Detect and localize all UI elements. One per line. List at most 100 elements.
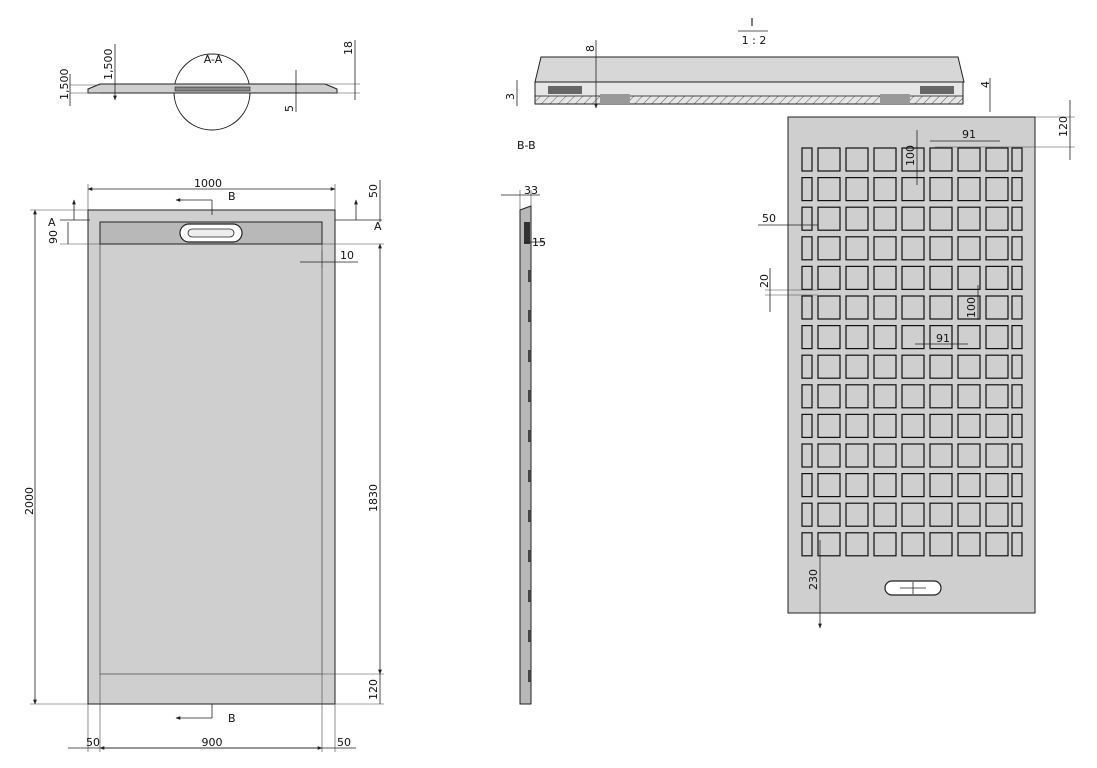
grid-cell [985, 384, 1009, 409]
detail-i-label: I [750, 16, 753, 29]
grid-cell [985, 413, 1009, 438]
dim-bb-1: 33 [524, 184, 538, 197]
grid-cell [929, 206, 953, 231]
dim-width: 1000 [194, 177, 222, 190]
grid-cell [817, 147, 841, 172]
section-mark-a-right: A [374, 220, 382, 233]
grid-cell [929, 265, 953, 290]
detail-i-view: I 1 : 2 8 3 4 [504, 16, 992, 112]
dim-i-2: 3 [504, 93, 517, 100]
grid-cell [985, 325, 1009, 350]
dim-aa-1: 1,500 [58, 69, 71, 101]
grid-cell [929, 473, 953, 498]
dim-aa-3: 18 [342, 41, 355, 55]
grid-cell [1011, 295, 1023, 320]
section-mark-b-top: B [228, 190, 236, 203]
dim-bb-2: 15 [532, 236, 546, 249]
grid-cell [929, 532, 953, 557]
grid-cell [873, 206, 897, 231]
grid-cell [845, 206, 869, 231]
dim-grid-cell-h-top: 100 [904, 145, 917, 166]
grid-cell [957, 532, 981, 557]
grid-cell [901, 443, 925, 468]
grid-cell [817, 325, 841, 350]
grid-cell [845, 295, 869, 320]
grid-cell [929, 295, 953, 320]
grid-cell [1011, 236, 1023, 261]
grid-cell [845, 354, 869, 379]
grid-cell [801, 295, 813, 320]
dim-grid-side: 50 [762, 212, 776, 225]
grid-cell [845, 265, 869, 290]
grid-cell [929, 177, 953, 202]
dim-margin-left: 50 [86, 736, 100, 749]
grid-cell [817, 413, 841, 438]
grid-cell [901, 354, 925, 379]
grid-cell [901, 473, 925, 498]
dim-i-1: 8 [584, 45, 597, 52]
grid-cell [957, 206, 981, 231]
section-aa-label: A-A [204, 53, 223, 66]
dim-grid-gap: 20 [758, 274, 771, 288]
section-bb-view: B-B 33 15 [501, 139, 546, 705]
grid-cell [845, 443, 869, 468]
grid-cell [845, 532, 869, 557]
grid-cell [985, 147, 1009, 172]
grid-cell [817, 236, 841, 261]
dim-margin-top: 50 [367, 184, 380, 198]
grid-cell [957, 177, 981, 202]
grid-cell [801, 177, 813, 202]
grid-cell [901, 295, 925, 320]
plan-view: B B A A 1000 2000 90 50 10 [23, 177, 384, 752]
grid-cell [845, 325, 869, 350]
grid-cell [873, 295, 897, 320]
grid-cell [929, 147, 953, 172]
grid-cell [801, 532, 813, 557]
dim-bottom-band: 120 [367, 679, 380, 700]
grid-cell [801, 354, 813, 379]
grid-cell [957, 236, 981, 261]
grid-cell [957, 147, 981, 172]
grid-view: 120 91 100 50 20 100 91 230 [758, 100, 1075, 629]
grid-cell [873, 413, 897, 438]
grid-cell [845, 413, 869, 438]
section-aa-view: A-A 1,500 1,500 18 5 [58, 40, 360, 131]
grid-cell [901, 206, 925, 231]
dim-margin-right: 50 [337, 736, 351, 749]
grid-cell [1011, 473, 1023, 498]
grid-cell [817, 177, 841, 202]
grid-cell [801, 473, 813, 498]
grid-cell [1011, 206, 1023, 231]
grid-cell [801, 206, 813, 231]
grid-cell [957, 413, 981, 438]
grid-cell [817, 502, 841, 527]
grid-cell [957, 473, 981, 498]
grid-cell [901, 413, 925, 438]
grid-cell [901, 265, 925, 290]
dim-channel: 90 [47, 230, 60, 244]
grid-cell [817, 443, 841, 468]
section-bb-label: B-B [517, 139, 536, 152]
grid-cell [873, 532, 897, 557]
dim-length: 2000 [23, 487, 36, 515]
grid-cell [985, 354, 1009, 379]
grid-cell [817, 532, 841, 557]
grid-cell [929, 325, 953, 350]
grid-cell [1011, 532, 1023, 557]
grid-cell [817, 295, 841, 320]
grid-cell [957, 265, 981, 290]
dim-i-3: 4 [979, 81, 992, 88]
grid-cell [1011, 147, 1023, 172]
grid-cell [985, 236, 1009, 261]
grid-cell [801, 502, 813, 527]
grid-cell [901, 236, 925, 261]
bb-ribs [528, 270, 531, 682]
grid-cell [929, 443, 953, 468]
grid-cell [801, 265, 813, 290]
grid-cell [873, 443, 897, 468]
grid-cell [1011, 325, 1023, 350]
grid-cell [873, 325, 897, 350]
grid-cell [801, 384, 813, 409]
section-mark-a-left: A [48, 216, 56, 229]
